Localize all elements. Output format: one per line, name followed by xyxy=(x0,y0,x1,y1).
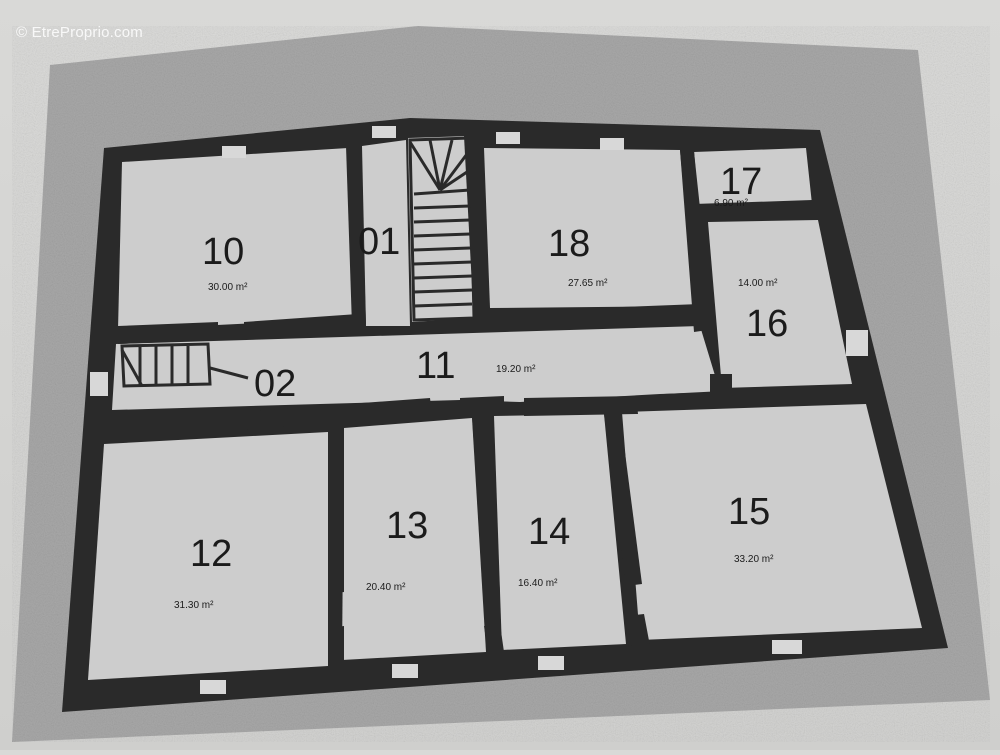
room-13-label: 13 xyxy=(386,505,428,547)
room-labels: 10 30.00 m² 01 18 27.65 m² 17 6.90 m² 14… xyxy=(174,161,788,611)
watermark: © EtreProprio.com xyxy=(16,24,143,41)
interior-walls xyxy=(112,136,862,662)
corridor-11-floor xyxy=(112,326,720,410)
room-17-label: 17 xyxy=(720,161,762,203)
room-11-area: 19.20 m² xyxy=(496,364,536,375)
room-15-area: 33.20 m² xyxy=(734,554,774,565)
room-17-floor xyxy=(694,148,812,208)
room-floors xyxy=(88,136,922,680)
room-14-floor xyxy=(494,414,626,650)
room-12-area: 31.30 m² xyxy=(174,600,214,611)
room-16-label: 16 xyxy=(746,303,788,345)
room-18-label: 18 xyxy=(548,223,590,265)
room-11-label: 11 xyxy=(416,345,455,387)
room-10-floor xyxy=(118,148,356,330)
room-18-area: 27.65 m² xyxy=(568,278,608,289)
room-10-label: 10 xyxy=(202,231,244,273)
room-13-floor xyxy=(342,418,486,660)
room-15-floor xyxy=(622,404,922,640)
room-01-floor xyxy=(362,140,410,326)
room-15-label: 15 xyxy=(728,491,770,533)
room-17-area: 6.90 m² xyxy=(714,198,749,209)
room-16-area: 14.00 m² xyxy=(738,278,778,289)
windows xyxy=(90,126,868,694)
room-10-area: 30.00 m² xyxy=(208,282,248,293)
room-16-floor xyxy=(708,220,852,388)
room-13-area: 20.40 m² xyxy=(366,582,406,593)
room-12-floor xyxy=(88,432,328,680)
stair-02-icon xyxy=(120,342,249,388)
stair-main-icon xyxy=(408,136,476,322)
room-18-floor xyxy=(484,148,694,308)
room-14-area: 16.40 m² xyxy=(518,578,558,589)
room-01-label: 01 xyxy=(358,221,400,263)
room-02-label: 02 xyxy=(254,363,296,405)
room-12-label: 12 xyxy=(190,533,232,575)
stair-floor xyxy=(408,136,474,322)
room-14-label: 14 xyxy=(528,511,570,553)
